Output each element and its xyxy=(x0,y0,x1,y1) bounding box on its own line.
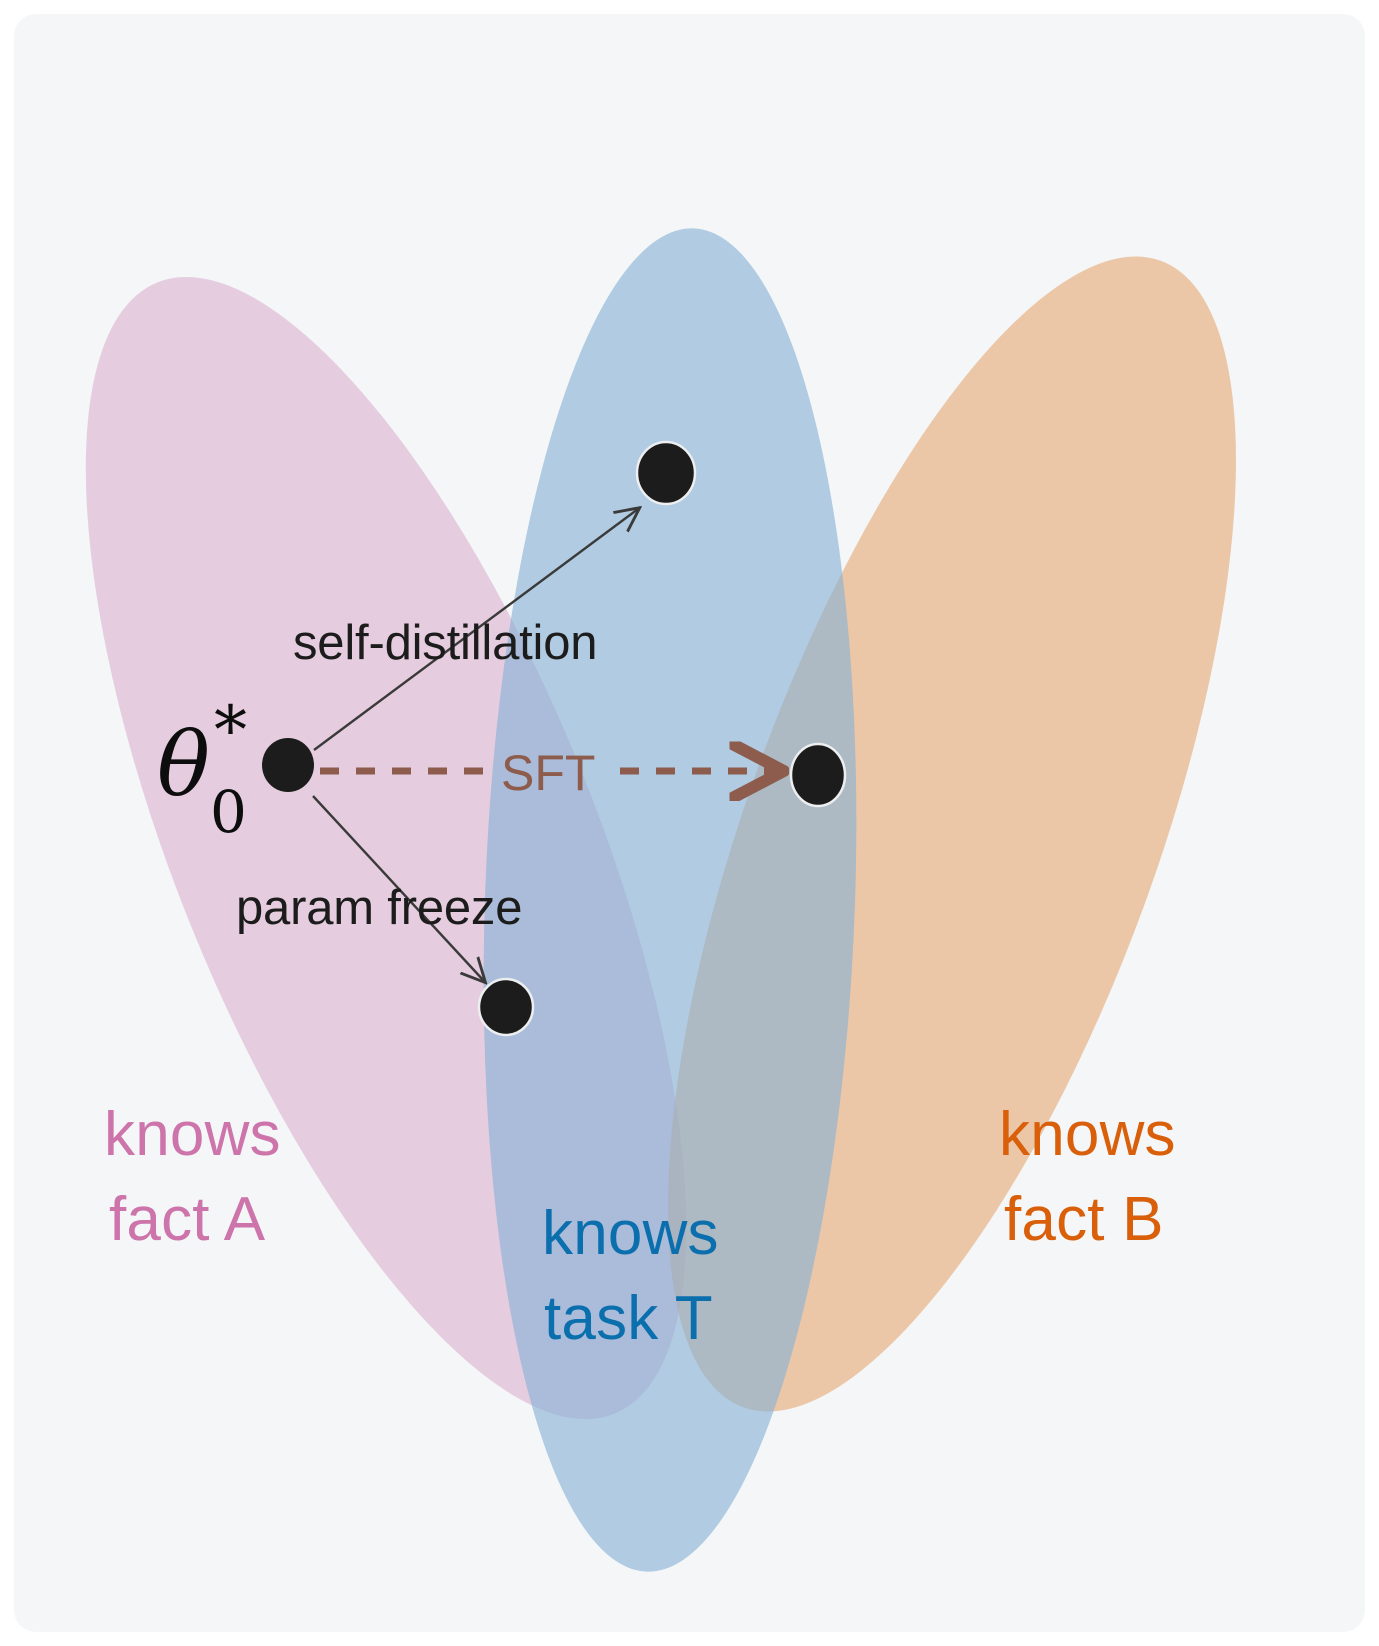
point-self-distillation-target xyxy=(635,440,697,506)
self-distillation-arrow xyxy=(313,509,638,751)
region-blobs xyxy=(85,228,1236,1572)
diagram-card: θ * 0 self-distillation SFT param freeze… xyxy=(14,14,1365,1632)
region-label-knows-task-t-line1: knows xyxy=(542,1199,719,1268)
region-label-knows-task-t-line2: task T xyxy=(544,1284,713,1353)
region-label-knows-fact-b-line2: fact B xyxy=(1004,1185,1164,1254)
region-label-knows-fact-a-line1: knows xyxy=(104,1100,281,1169)
param-freeze-label: param freeze xyxy=(236,881,522,935)
point-param-freeze-target xyxy=(477,977,535,1037)
region-diagram-svg: θ * 0 self-distillation SFT param freeze… xyxy=(85,228,1236,1572)
region-label-knows-task-t: knows task T xyxy=(542,1199,719,1353)
theta-superscript: * xyxy=(214,692,247,769)
point-theta-0-star xyxy=(262,738,314,792)
self-distillation-label: self-distillation xyxy=(293,616,597,670)
region-label-knows-fact-b: knows fact B xyxy=(999,1100,1176,1254)
region-label-knows-fact-a: knows fact A xyxy=(104,1100,281,1254)
param-freeze-arrow xyxy=(312,795,484,981)
sft-label: SFT xyxy=(501,745,595,801)
point-sft-target xyxy=(789,742,847,808)
theta-subscript: 0 xyxy=(210,778,247,846)
theta-symbol: θ xyxy=(157,713,210,816)
region-knows-task-t-shape xyxy=(483,228,857,1572)
theta-initial-params-label: θ * 0 xyxy=(157,692,247,846)
region-label-knows-fact-a-line2: fact A xyxy=(109,1185,266,1254)
region-label-knows-fact-b-line1: knows xyxy=(999,1100,1176,1169)
